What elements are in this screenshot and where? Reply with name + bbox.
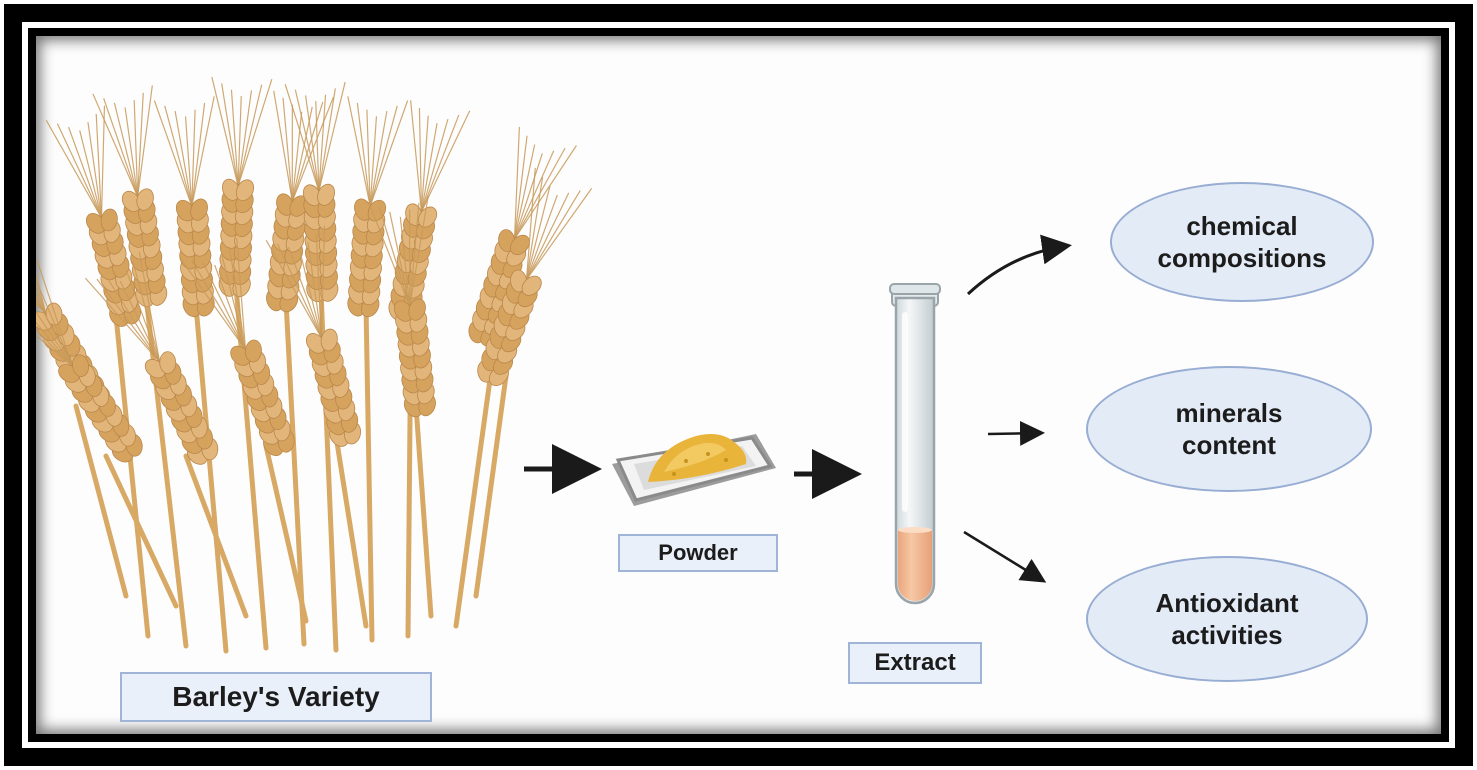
- diagram-canvas: Barley's Variety Powder Extract chemical…: [36, 36, 1441, 734]
- arrow-extract-to-chemical: [966, 234, 1072, 296]
- barley-stem: [453, 333, 499, 629]
- outcome-line: activities: [1171, 620, 1283, 650]
- outcome-line: content: [1182, 430, 1276, 460]
- outcome-chemical-compositions: chemical compositions: [1110, 182, 1374, 302]
- outcome-antioxidant-activities: Antioxidant activities: [1086, 556, 1368, 682]
- barley-variety-label: Barley's Variety: [120, 672, 432, 722]
- barley-head: [477, 167, 593, 386]
- outcome-minerals-content: minerals content: [1086, 366, 1372, 492]
- barley-variety-text: Barley's Variety: [172, 681, 380, 712]
- barley-icon: [36, 76, 593, 654]
- barley-head: [179, 237, 295, 456]
- diagram-illustration: [36, 76, 1072, 654]
- barley-head: [92, 85, 168, 308]
- test-tube-icon: [889, 283, 941, 605]
- barley-stem: [143, 293, 189, 649]
- outcome-line: compositions: [1157, 243, 1327, 273]
- powder-tray-icon: [612, 434, 776, 506]
- outcome-line: chemical: [1186, 211, 1298, 241]
- barley-stem: [333, 433, 369, 629]
- barley-head: [368, 195, 436, 418]
- barley-stem: [363, 303, 375, 643]
- barley-head: [284, 81, 346, 303]
- barley-stem: [193, 303, 229, 654]
- barley-stem: [233, 283, 269, 651]
- extract-label: Extract: [848, 642, 982, 684]
- barley-stem: [183, 453, 249, 619]
- barley-stem: [473, 373, 509, 599]
- extract-text: Extract: [874, 649, 956, 676]
- barley-stem: [103, 453, 179, 609]
- arrow-extract-to-minerals: [987, 420, 1045, 446]
- outcome-line: minerals: [1175, 398, 1283, 428]
- barley-stem: [413, 403, 434, 619]
- flow-arrows: [524, 234, 1072, 583]
- barley-stem: [73, 403, 129, 599]
- barley-head: [265, 225, 361, 447]
- powder-label: Powder: [618, 534, 778, 572]
- barley-head: [36, 259, 143, 463]
- outcome-line: Antioxidant: [1155, 588, 1299, 618]
- barley-stem: [263, 443, 309, 624]
- barley-stem: [283, 298, 307, 647]
- barley-head: [153, 96, 215, 318]
- barley-stem: [113, 313, 151, 639]
- barley-head: [211, 76, 273, 298]
- powder-text: Powder: [658, 540, 738, 565]
- arrow-extract-to-antioxidant: [963, 530, 1047, 583]
- barley-head: [388, 100, 471, 323]
- barley-head: [347, 96, 409, 318]
- barley-head: [84, 251, 219, 465]
